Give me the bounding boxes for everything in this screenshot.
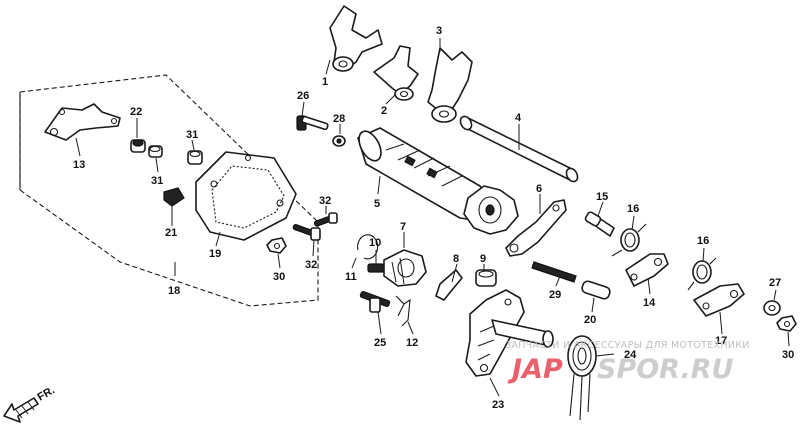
part-10-pin [367,263,385,273]
callout-7: 7 [400,221,406,233]
part-20-collar [581,280,611,300]
part-11-circlip [357,234,379,260]
part-21-plug [163,187,185,207]
callout-9: 9 [480,253,486,265]
callout-13: 13 [73,159,85,171]
callout-6: 6 [536,183,542,195]
callout-32b: 32 [305,259,317,271]
part-5-drum-star [463,185,519,235]
callout-20: 20 [584,314,596,326]
part-30-nut-left [266,237,287,254]
part-30-nut-right [776,315,797,332]
part-12-spring [395,295,411,327]
part-16-spring-a [611,223,647,257]
callout-4: 4 [515,112,522,124]
part-22-bushing [130,139,146,153]
part-15-collar [584,211,615,237]
part-6-stopper-arm [505,199,567,257]
callout-15: 15 [596,191,608,203]
part-19-gasket [195,151,297,241]
callout-28: 28 [333,113,345,125]
forward-label: FR. [36,384,57,403]
part-25-bolt [359,291,391,313]
callout-18: 18 [168,285,180,297]
part-16-spring-b [687,257,717,291]
callout-21: 21 [165,227,177,239]
part-8-clip [435,269,463,301]
forward-arrow: FR. [3,384,57,423]
part-13-bracket [44,103,121,141]
callout-31a: 31 [151,175,163,187]
part-3-shift-fork [427,47,473,123]
callout-22: 22 [130,106,142,118]
part-9-collar [475,269,497,287]
part-2-shift-fork [373,45,419,101]
callout-19: 19 [209,248,221,260]
callouts: 1 2 3 4 5 6 7 8 9 10 11 12 13 14 15 16 1… [73,25,794,411]
callout-11: 11 [345,271,357,283]
callout-14: 14 [643,297,656,309]
part-32-bolt-b [292,223,321,241]
callout-30a: 30 [273,271,285,283]
callout-16a: 16 [627,203,639,215]
part-26-stud [296,115,329,131]
part-29-pin [531,261,577,283]
callout-27: 27 [769,277,781,289]
callout-30b: 30 [782,349,794,361]
part-27-washer [763,300,781,316]
watermark: ЗАПЧАСТИ И АКСЕССУАРЫ ДЛЯ МОТОТЕХНИКИ JA… [505,340,750,385]
part-4-fork-shaft [459,115,579,183]
callout-12: 12 [406,337,418,349]
callout-17: 17 [715,335,727,347]
part-17-stopper-plate [693,283,745,317]
part-7-shift-arm [383,249,427,287]
part-31-bushing-b [187,150,203,165]
part-23-gearshift-spindle [465,289,554,377]
callout-1: 1 [322,76,328,88]
callout-23: 23 [492,399,504,411]
callout-10: 10 [369,237,381,249]
callout-25: 25 [374,337,386,349]
leader-lines [75,38,790,397]
watermark-logo-left: JAP [507,354,563,385]
part-1-shift-fork [329,5,383,72]
callout-24: 24 [624,349,637,361]
callout-16b: 16 [697,235,709,247]
cover-group-outline [19,74,319,307]
callout-29: 29 [549,289,561,301]
callout-2: 2 [381,105,387,117]
part-31-bushing-a [148,145,163,158]
part-28-washer [332,135,346,147]
part-14-stopper-plate [625,253,669,287]
callout-5: 5 [374,198,380,210]
callout-26: 26 [297,90,309,102]
callout-3: 3 [436,25,442,37]
part-32-bolt-a [313,212,338,227]
watermark-logo-right: SPOR.RU [597,354,734,385]
callout-8: 8 [453,253,459,265]
watermark-line: ЗАПЧАСТИ И АКСЕССУАРЫ ДЛЯ МОТОТЕХНИКИ [505,340,750,351]
callout-31b: 31 [186,129,198,141]
callout-32a: 32 [319,195,331,207]
